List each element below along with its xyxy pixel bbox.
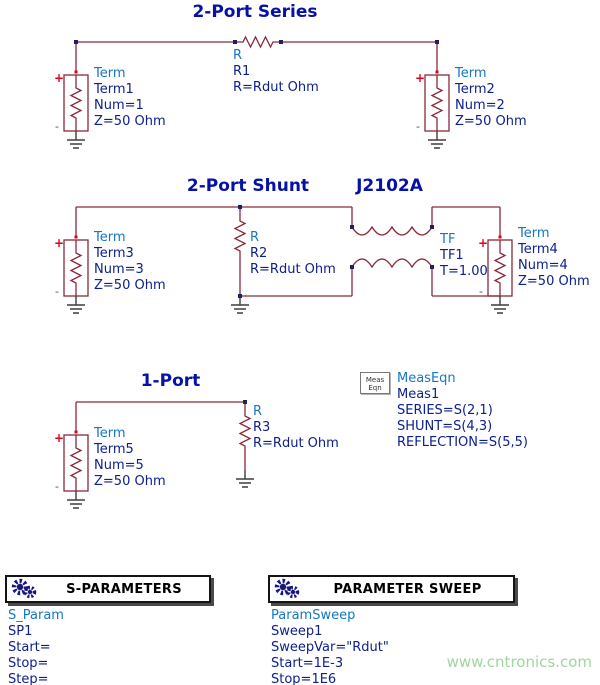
- one-port-section-title[interactable]: 1-Port: [140, 371, 201, 391]
- sparam-type-label[interactable]: S_Param: [8, 608, 64, 623]
- r3-name-label[interactable]: R3: [253, 420, 271, 435]
- term4-type-label[interactable]: Term: [518, 226, 550, 241]
- term1-num-label[interactable]: Num=1: [94, 98, 144, 113]
- r2-type-label[interactable]: R: [250, 230, 260, 245]
- term2-type-label[interactable]: Term: [455, 66, 487, 81]
- r3-type-label[interactable]: R: [253, 404, 263, 419]
- s-parameters-block[interactable]: S-PARAMETERS: [5, 575, 211, 603]
- term2-symbol[interactable]: [414, 69, 450, 134]
- sparam-start-label[interactable]: Start=: [8, 640, 51, 655]
- one-port-circuit[interactable]: [53, 400, 255, 509]
- term1-symbol[interactable]: [53, 69, 89, 134]
- ground-symbol[interactable]: [427, 130, 447, 149]
- transformer-part-title[interactable]: J2102A: [356, 176, 423, 196]
- ground-symbol[interactable]: [490, 295, 510, 314]
- measeqn-series-eq[interactable]: SERIES=S(2,1): [397, 403, 493, 418]
- term1-z-label[interactable]: Z=50 Ohm: [94, 114, 166, 129]
- term3-num-label[interactable]: Num=3: [94, 262, 144, 277]
- paramsweep-stop-label[interactable]: Stop=1E6: [271, 672, 337, 685]
- node: [430, 265, 434, 269]
- r3-value-label[interactable]: R=Rdut Ohm: [253, 436, 339, 451]
- shunt-section-title[interactable]: 2-Port Shunt: [186, 176, 310, 196]
- ground-symbol[interactable]: [235, 469, 255, 488]
- r1-value-label[interactable]: R=Rdut Ohm: [233, 80, 319, 95]
- term5-name-label[interactable]: Term5: [94, 442, 134, 457]
- r2-name-label[interactable]: R2: [250, 246, 268, 261]
- term5-z-label[interactable]: Z=50 Ohm: [94, 474, 166, 489]
- paramsweep-name-label[interactable]: Sweep1: [271, 624, 323, 639]
- term2-num-label[interactable]: Num=2: [455, 98, 505, 113]
- transformer-secondary-coil[interactable]: [351, 258, 433, 269]
- wire-segment[interactable]: [75, 401, 246, 470]
- resistor-r1-symbol[interactable]: [234, 36, 282, 48]
- ground-symbol[interactable]: [66, 295, 86, 314]
- term3-name-label[interactable]: Term3: [94, 246, 134, 261]
- watermark: www.cntronics.com: [446, 653, 592, 671]
- sparam-name-label[interactable]: SP1: [8, 624, 33, 639]
- measeqn-name-label[interactable]: Meas1: [397, 387, 440, 402]
- sparam-stop-label[interactable]: Stop=: [8, 656, 49, 671]
- node: [435, 40, 439, 44]
- node: [238, 294, 242, 298]
- paramsweep-start-label[interactable]: Start=1E-3: [271, 656, 344, 671]
- paramsweep-var-label[interactable]: SweepVar="Rdut": [271, 640, 389, 655]
- term4-z-label[interactable]: Z=50 Ohm: [518, 274, 590, 289]
- wire-segment[interactable]: [75, 206, 501, 297]
- node: [430, 225, 434, 229]
- ground-symbol[interactable]: [66, 130, 86, 149]
- node-squares: [74, 40, 439, 44]
- r1-type-label[interactable]: R: [233, 48, 243, 63]
- term3-symbol[interactable]: [53, 234, 89, 299]
- measeqn-reflection-eq[interactable]: REFLECTION=S(5,5): [397, 435, 528, 450]
- transformer-primary-coil[interactable]: [351, 225, 433, 236]
- node: [350, 225, 354, 229]
- term5-symbol[interactable]: [53, 429, 89, 494]
- series-section-title[interactable]: 2-Port Series: [192, 2, 318, 22]
- shunt-circuit[interactable]: [53, 205, 513, 314]
- term4-num-label[interactable]: Num=4: [518, 258, 568, 273]
- term2-name-label[interactable]: Term2: [455, 82, 495, 97]
- term5-num-label[interactable]: Num=5: [94, 458, 144, 473]
- tf-t-label[interactable]: T=1.00: [440, 264, 488, 279]
- term2-z-label[interactable]: Z=50 Ohm: [455, 114, 527, 129]
- parameter-sweep-block[interactable]: PARAMETER SWEEP: [268, 575, 515, 603]
- gears-icon: [274, 578, 300, 599]
- ground-symbol[interactable]: [66, 490, 86, 509]
- measeqn-shunt-eq[interactable]: SHUNT=S(4,3): [397, 419, 493, 434]
- gears-icon: [11, 578, 37, 599]
- r1-name-label[interactable]: R1: [233, 64, 251, 79]
- wire-segment[interactable]: [75, 41, 438, 72]
- node: [243, 400, 247, 404]
- sparam-step-label[interactable]: Step=: [8, 672, 49, 685]
- s-parameters-block-title: S-PARAMETERS: [66, 581, 182, 597]
- node: [74, 40, 78, 44]
- term1-name-label[interactable]: Term1: [94, 82, 134, 97]
- term3-type-label[interactable]: Term: [94, 230, 126, 245]
- ground-symbol[interactable]: [230, 295, 250, 314]
- resistor-r3-symbol[interactable]: [239, 409, 251, 453]
- parameter-sweep-block-title: PARAMETER SWEEP: [333, 581, 482, 597]
- term4-name-label[interactable]: Term4: [518, 242, 558, 257]
- tf-type-label[interactable]: TF: [440, 232, 456, 247]
- node-squares: [238, 205, 434, 298]
- r2-value-label[interactable]: R=Rdut Ohm: [250, 262, 336, 277]
- paramsweep-type-label[interactable]: ParamSweep: [271, 608, 356, 623]
- term1-type-label[interactable]: Term: [94, 66, 126, 81]
- node: [233, 40, 237, 44]
- measeqn-symbol[interactable]: Meas Eqn: [360, 372, 390, 394]
- node-squares: [243, 400, 247, 404]
- resistor-r2-symbol[interactable]: [234, 214, 246, 258]
- term5-type-label[interactable]: Term: [94, 426, 126, 441]
- measeqn-symbol-line1: Meas: [365, 376, 385, 384]
- series-circuit[interactable]: [53, 36, 450, 149]
- node: [350, 265, 354, 269]
- tf-name-label[interactable]: TF1: [440, 248, 464, 263]
- measeqn-symbol-line2: Eqn: [368, 384, 382, 392]
- measeqn-type-label[interactable]: MeasEqn: [397, 371, 456, 386]
- node: [238, 205, 242, 209]
- term3-z-label[interactable]: Z=50 Ohm: [94, 278, 166, 293]
- node: [279, 40, 283, 44]
